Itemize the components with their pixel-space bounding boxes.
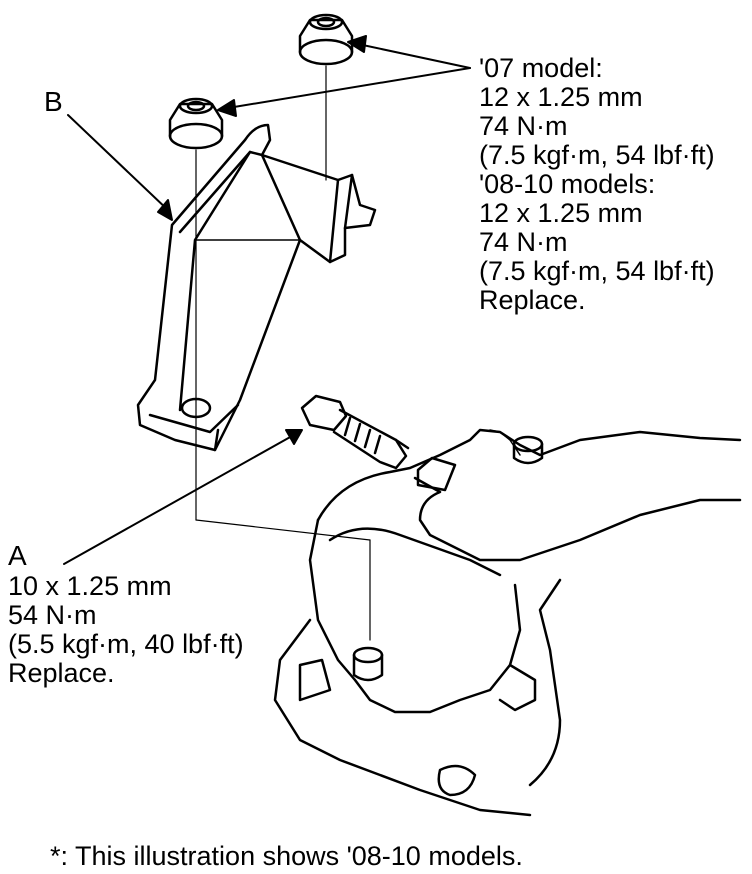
flange-nut-front: [168, 97, 224, 150]
upper-spec-line: 74 N·m: [479, 111, 568, 141]
bolt-a-spec: 10 x 1.25 mm 54 N·m (5.5 kgf·m, 40 lbf·f…: [8, 572, 244, 688]
upper-nut-spec: '07 model: 12 x 1.25 mm 74 N·m (7.5 kgf·…: [479, 54, 715, 315]
alignment-lines: [195, 65, 371, 641]
engine-mount-body: [273, 428, 742, 817]
callout-b-label: B: [44, 86, 63, 117]
upper-spec-line: '07 model:: [479, 53, 603, 83]
upper-spec-line: Replace.: [479, 285, 586, 315]
bolt-a-spec-line: Replace.: [8, 658, 115, 688]
bolt-a-spec-line: 10 x 1.25 mm: [8, 571, 172, 601]
flange-nut-rear: [298, 13, 354, 66]
upper-spec-line: '08-10 models:: [479, 169, 656, 199]
frame-stud-upper: [512, 435, 544, 465]
callout-a-label: A: [8, 540, 27, 571]
bolt-a: [300, 394, 410, 470]
upper-spec-line: 74 N·m: [479, 227, 568, 257]
bolt-a-spec-line: (5.5 kgf·m, 40 lbf·ft): [8, 629, 244, 659]
upper-spec-line: (7.5 kgf·m, 54 lbf·ft): [479, 256, 715, 286]
leader-lines: [63, 35, 471, 565]
bolt-a-spec-line: 54 N·m: [8, 600, 97, 630]
mount-stud-lower: [352, 646, 384, 682]
illustration-footnote: *: This illustration shows '08-10 models…: [50, 841, 523, 871]
upper-spec-line: 12 x 1.25 mm: [479, 198, 643, 228]
upper-spec-line: (7.5 kgf·m, 54 lbf·ft): [479, 140, 715, 170]
upper-spec-line: 12 x 1.25 mm: [479, 82, 643, 112]
